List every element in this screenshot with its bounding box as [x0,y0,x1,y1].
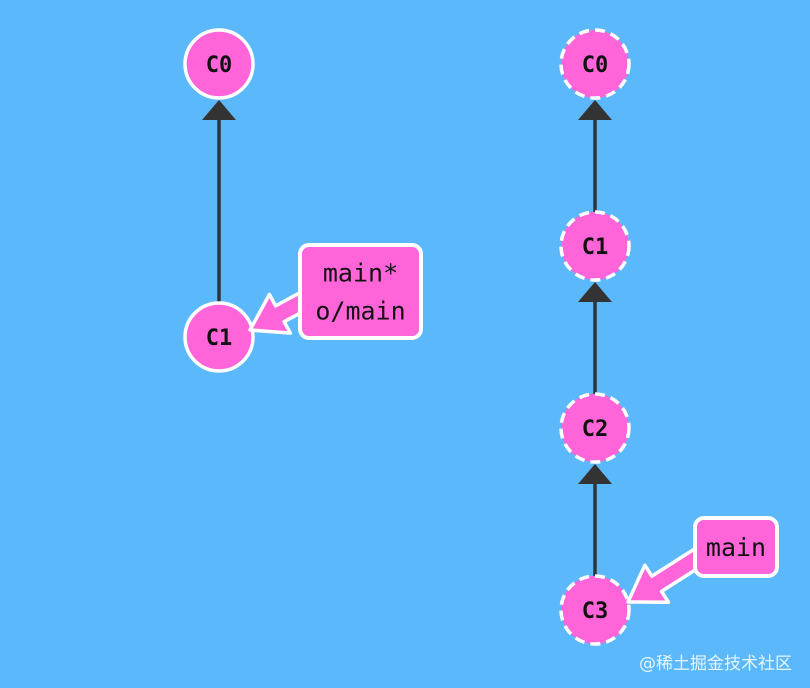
local-commit-node [183,28,255,100]
remote-commit-node [559,392,631,464]
remote-arrowhead-C3 [578,464,612,484]
remote-commit-C0: C0 [559,28,631,100]
remote-commit-C3: C3 [559,574,631,646]
local-commit-node [183,301,255,373]
local-branch-box [298,243,423,340]
remote-commit-node [559,28,631,100]
remote-commit-C2: C2 [559,392,631,464]
remote-commit-label: C3 [582,599,609,624]
local-branch-name: main* [323,259,398,288]
local-arrowhead-C1 [202,100,236,120]
remote-branch-tag: main [626,516,779,605]
remote-commit-node [559,574,631,646]
local-commit-C1: C1 [183,301,255,373]
remote-arrowhead-C2 [578,282,612,302]
local-branch-tag: main* o/main [248,243,423,340]
remote-commit-C1: C1 [559,210,631,282]
remote-arrowhead-C1 [578,100,612,120]
remote-branch-box [693,516,779,578]
remote-commit-label: C1 [582,235,609,260]
local-branch-name: o/main [315,297,405,326]
remote-commit-label: C2 [582,417,609,442]
remote-branch-name: main [706,533,766,562]
remote-commit-label: C0 [582,53,609,78]
local-commit-label: C1 [206,326,233,351]
local-commit-label: C0 [206,53,233,78]
watermark-text: @稀土掘金技术社区 [639,654,792,674]
local-commit-C0: C0 [183,28,255,100]
remote-commit-node [559,210,631,282]
